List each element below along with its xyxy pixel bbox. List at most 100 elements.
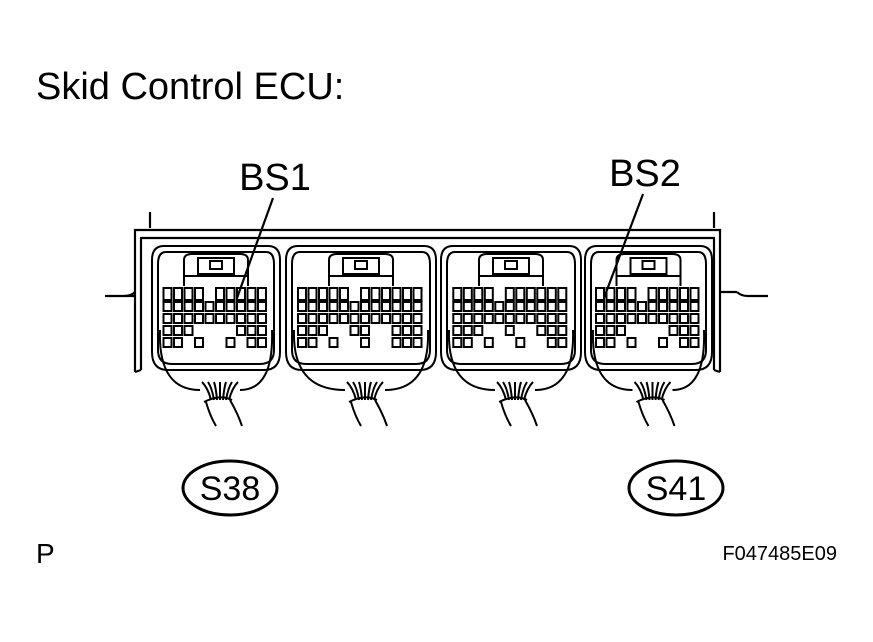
terminal-cavity xyxy=(515,287,526,301)
terminal-cavity xyxy=(328,301,339,312)
terminal-cavity xyxy=(412,313,423,324)
terminal-cavity xyxy=(402,325,412,336)
latch-window xyxy=(354,260,368,270)
wire-harness-loop xyxy=(292,329,430,391)
connector-shell xyxy=(440,245,582,371)
terminal-cavity xyxy=(557,313,568,324)
terminal-cavity xyxy=(679,313,689,324)
terminal-cavity xyxy=(679,337,689,348)
cable-tie xyxy=(348,396,378,403)
terminal-cavity xyxy=(605,325,616,336)
terminal-cavity xyxy=(360,301,370,312)
terminal-cavity xyxy=(381,287,391,301)
terminal-cavity xyxy=(194,337,204,348)
terminal-cavity xyxy=(215,287,225,301)
terminal-cavity xyxy=(360,313,370,324)
s41-label: S41 xyxy=(646,470,707,508)
s41-oval xyxy=(627,459,725,517)
terminal-cavity xyxy=(391,287,402,301)
terminal-cavity xyxy=(504,301,515,312)
terminal-cavity xyxy=(339,287,349,301)
terminal-cavity xyxy=(536,301,547,312)
terminal-cavity xyxy=(689,325,700,336)
terminal-cavity xyxy=(402,313,412,324)
terminal-cavity xyxy=(183,287,194,301)
bs1-label: BS1 xyxy=(239,157,311,199)
connector-shell xyxy=(584,245,713,371)
terminal-cavity xyxy=(605,301,616,312)
terminal-cavity xyxy=(412,301,423,312)
s38-oval xyxy=(181,459,279,517)
terminal-cavity xyxy=(595,313,605,324)
terminal-cavity xyxy=(504,287,515,301)
bs2-leader-line xyxy=(602,193,645,299)
terminal-cavity xyxy=(162,287,173,301)
terminal-cavity xyxy=(204,301,215,312)
latch-tab xyxy=(629,257,668,275)
wire-strand xyxy=(346,381,357,401)
terminal-cavity xyxy=(194,287,204,301)
terminal-cavity xyxy=(307,301,318,312)
wire-harness-loop xyxy=(158,329,274,391)
terminal-cavity xyxy=(246,287,257,301)
wire-strand xyxy=(633,381,645,401)
terminal-cavity xyxy=(173,287,183,301)
terminal-cavity xyxy=(183,313,194,324)
terminal-cavity xyxy=(462,337,473,348)
terminal-cavity xyxy=(557,325,568,336)
s38-label: S38 xyxy=(200,470,261,508)
terminal-cavity xyxy=(297,313,307,324)
ecu-housing xyxy=(105,212,768,374)
terminal-cavity xyxy=(668,301,679,312)
terminal-cavity xyxy=(204,313,215,324)
terminal-cavity xyxy=(402,301,412,312)
terminal-cavity xyxy=(616,301,626,312)
terminal-cavity xyxy=(328,313,339,324)
terminal-cavity xyxy=(402,337,412,348)
terminal-cavity xyxy=(173,313,183,324)
terminal-cavity xyxy=(515,301,526,312)
terminal-cavity xyxy=(297,325,307,336)
terminal-cavity xyxy=(679,301,689,312)
terminal-cavity xyxy=(318,287,328,301)
terminal-cavity xyxy=(183,325,194,336)
terminal-cavity xyxy=(616,287,626,301)
terminal-cavity xyxy=(546,325,557,336)
terminal-cavity xyxy=(473,287,484,301)
terminal-cavity xyxy=(689,301,700,312)
terminal-cavity xyxy=(257,301,267,312)
terminal-cavity xyxy=(162,301,173,312)
connector-inner-shell xyxy=(291,251,431,365)
connector-2 xyxy=(285,245,437,427)
terminal-cavity xyxy=(679,287,689,301)
terminal-cavity xyxy=(473,313,484,324)
terminal-cavity xyxy=(595,301,605,312)
terminal-cavity xyxy=(536,325,547,336)
terminal-cavity xyxy=(668,325,679,336)
terminal-cavity xyxy=(162,325,173,336)
terminal-cavity xyxy=(391,325,402,336)
terminal-cavity xyxy=(452,287,463,301)
terminal-cavity xyxy=(360,287,370,301)
cable-bundle xyxy=(205,399,243,427)
terminal-cavity xyxy=(626,287,637,301)
terminal-cavity xyxy=(370,301,381,312)
terminal-cavity xyxy=(626,301,637,312)
terminal-cavity xyxy=(546,337,557,348)
terminal-cavity xyxy=(257,313,267,324)
terminal-cavity xyxy=(595,287,605,301)
connector-latch xyxy=(183,253,249,286)
cable-bundle xyxy=(500,399,538,427)
latch-window xyxy=(641,260,656,270)
terminal-cavity xyxy=(246,313,257,324)
bs1-leader-line xyxy=(235,197,275,299)
terminal-cavity xyxy=(307,287,318,301)
terminal-cavity xyxy=(546,301,557,312)
connector-shell xyxy=(151,245,281,371)
terminal-cavity xyxy=(370,313,381,324)
terminal-cavity xyxy=(173,325,183,336)
wire-harness-loop xyxy=(591,329,706,391)
terminal-cavity xyxy=(647,313,658,324)
terminal-cavity xyxy=(557,337,568,348)
terminal-cavity xyxy=(689,337,700,348)
